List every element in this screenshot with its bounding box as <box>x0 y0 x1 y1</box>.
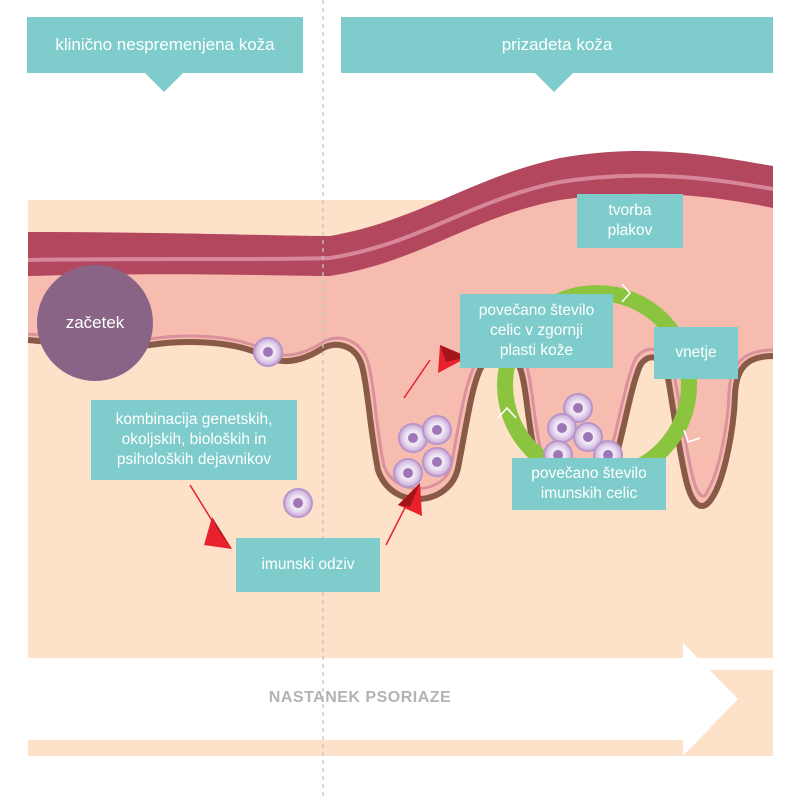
label-more-cells-upper-line-3: plasti kože <box>499 342 574 359</box>
cycle-arrowhead-top <box>621 283 632 303</box>
label-immune-response: imunski odziv <box>236 538 380 592</box>
label-plaque-line-2: plakov <box>607 222 653 239</box>
label-inflammation-text: vnetje <box>675 344 717 361</box>
process-arrow <box>28 643 738 756</box>
start-label: začetek <box>65 313 125 332</box>
outer-skin-stripe <box>27 173 774 262</box>
immune-cell <box>398 423 428 453</box>
header-unaffected-skin: klinično nespremenjena koža <box>27 17 303 73</box>
header-left-pointer <box>145 73 183 92</box>
label-more-immune-cells-line-2: imunskih celic <box>540 485 638 502</box>
immune-cell <box>547 413 577 443</box>
process-label-text: NASTANEK PSORIAZE <box>268 689 452 706</box>
immune-cells <box>253 337 623 518</box>
cycle-arrowhead-right <box>683 429 701 444</box>
immune-cell <box>573 422 603 452</box>
red-arrow-immune-to-proliferation <box>385 483 422 546</box>
label-factors: kombinacija genetskih, okoljskih, biološ… <box>91 400 297 480</box>
label-more-cells-upper-line-2: celic v zgornji <box>489 322 584 339</box>
cycle-arrowhead-left <box>497 406 517 419</box>
label-factors-line-3: psiholoških dejavnikov <box>116 451 272 468</box>
label-plaque-line-1: tvorba <box>608 202 652 219</box>
process-label: NASTANEK PSORIAZE <box>30 668 690 728</box>
immune-cell <box>253 337 283 367</box>
label-immune-response-text: imunski odziv <box>261 556 355 573</box>
label-more-cells-upper-line-1: povečano število <box>478 302 595 319</box>
header-right-pointer <box>535 73 573 92</box>
red-arrow-factors-to-immune <box>189 484 232 549</box>
label-more-immune-cells: povečano število imunskih celic <box>512 458 666 510</box>
label-more-immune-cells-line-1: povečano število <box>531 465 647 482</box>
label-inflammation: vnetje <box>654 327 738 379</box>
immune-cell <box>393 458 423 488</box>
header-affected-skin: prizadeta koža <box>341 17 773 73</box>
start-circle: začetek <box>37 265 153 381</box>
immune-cell <box>422 447 452 477</box>
immune-cell <box>563 393 593 423</box>
process-band-gap-bottom <box>28 756 773 800</box>
header-unaffected-skin-text: klinično nespremenjena koža <box>55 35 275 54</box>
label-factors-line-2: okoljskih, bioloških in <box>121 431 267 448</box>
label-more-cells-upper-layer: povečano število celic v zgornji plasti … <box>460 294 613 368</box>
outer-skin-layer <box>28 150 773 276</box>
immune-cell <box>283 488 313 518</box>
label-factors-line-1: kombinacija genetskih, <box>115 411 273 428</box>
label-plaque-formation: tvorba plakov <box>577 194 683 248</box>
header-affected-skin-text: prizadeta koža <box>501 35 613 54</box>
immune-cell <box>422 415 452 445</box>
process-band-gap-top <box>28 658 773 670</box>
